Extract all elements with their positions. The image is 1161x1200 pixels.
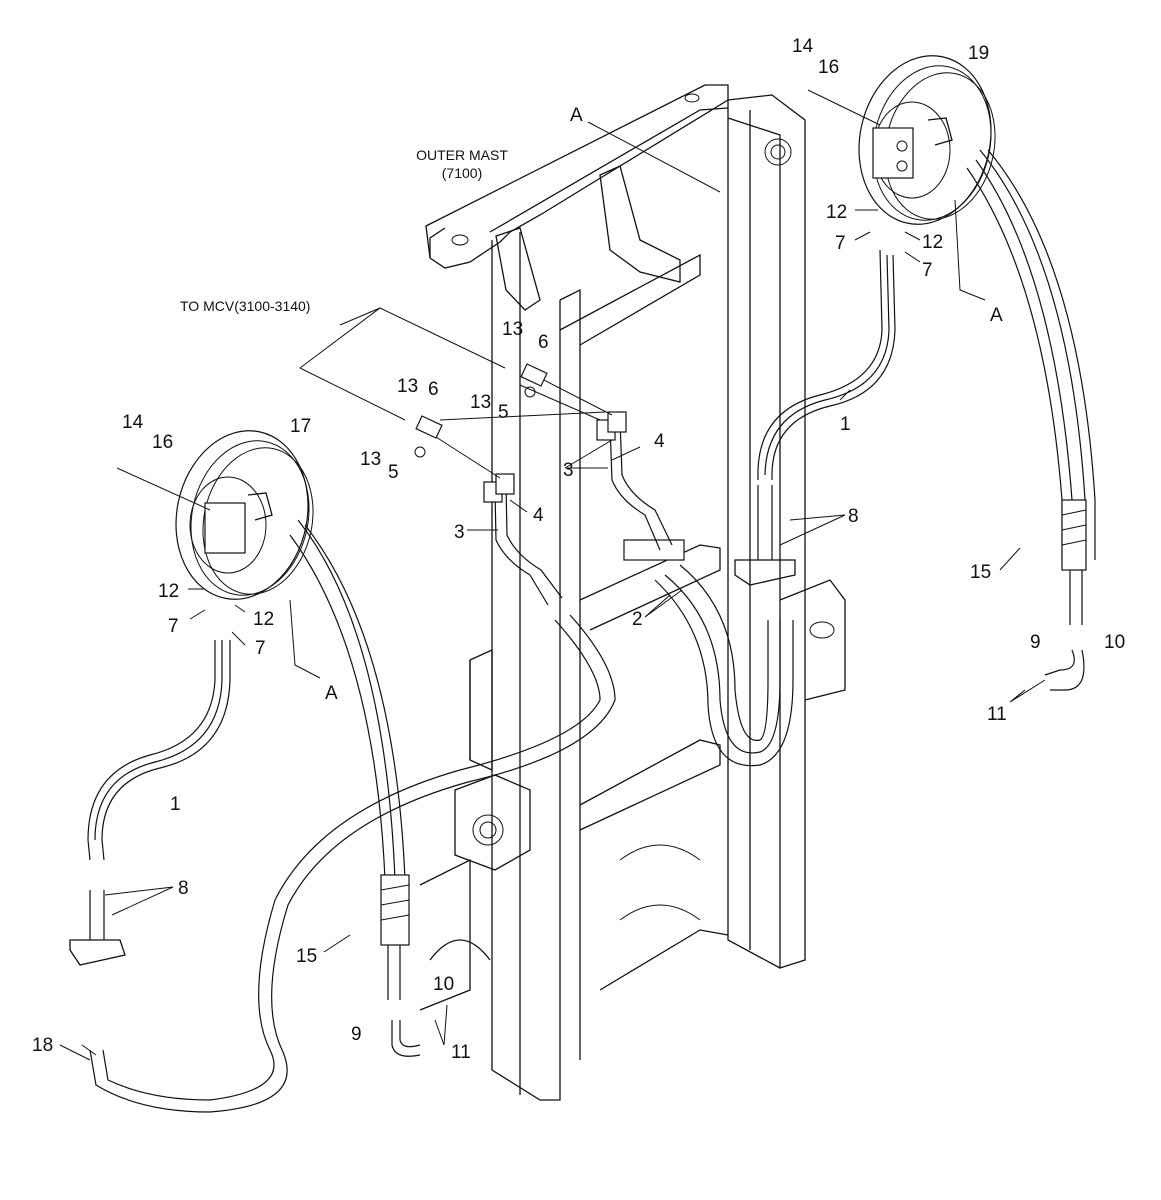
callout-1-right: 1 [840, 414, 851, 435]
callout-2: 2 [632, 609, 643, 630]
callout-12-right-a: 12 [826, 202, 847, 223]
callout-15-right: 15 [970, 562, 991, 583]
callout-7-right-b: 7 [922, 260, 933, 281]
hose-u-center [654, 564, 794, 767]
callout-16-right: 16 [818, 57, 839, 78]
callout-10-left: 10 [433, 974, 454, 995]
callout-10-right: 10 [1104, 632, 1125, 653]
hose-left-long [87, 640, 231, 861]
callout-5-b: 5 [388, 462, 399, 483]
center-bracket [623, 485, 796, 586]
callout-4-b: 4 [533, 505, 544, 526]
callout-16-left: 16 [152, 432, 173, 453]
callout-11-left: 11 [451, 1042, 471, 1063]
callout-12-left-a: 12 [158, 581, 179, 602]
callout-14-right: 14 [792, 36, 814, 57]
callout-8-left: 8 [178, 878, 189, 899]
view-a-label-top: A [570, 105, 583, 126]
callout-11-right: 11 [987, 704, 1007, 725]
callout-labels: A A A 14 16 19 12 12 7 7 1 8 15 9 10 11 … [32, 36, 1125, 1063]
callout-1-left: 1 [170, 794, 181, 815]
callout-7-left-a: 7 [168, 616, 179, 637]
callout-5-a: 5 [498, 402, 509, 423]
callout-7-left-b: 7 [255, 638, 266, 659]
leader-lines [59, 89, 1046, 1061]
callout-9-left: 9 [351, 1024, 362, 1045]
callout-6-a: 6 [538, 332, 549, 353]
mcv-fittings [299, 307, 613, 479]
outer-mast [419, 84, 846, 1101]
callout-17: 17 [290, 416, 311, 437]
callout-7-right-a: 7 [835, 233, 846, 254]
callout-15-left: 15 [296, 946, 317, 967]
tube-pair-center [596, 411, 673, 551]
view-a-label-right: A [990, 305, 1003, 326]
callout-9-right: 9 [1030, 632, 1041, 653]
hose-reel-right [858, 55, 996, 225]
to-mcv-caption: TO MCV(3100-3140) [180, 298, 310, 314]
callout-12-right-b: 12 [922, 232, 943, 253]
callout-13-d: 13 [360, 449, 381, 470]
outer-mast-code-caption: (7100) [442, 165, 482, 181]
callout-19: 19 [968, 43, 989, 64]
callout-18: 18 [32, 1035, 53, 1056]
left-bracket [69, 890, 126, 966]
hose-reel-left [175, 430, 314, 600]
callout-3-b: 3 [454, 522, 465, 543]
callout-14-left: 14 [122, 412, 144, 433]
callout-12-left-b: 12 [253, 609, 274, 630]
hose-reel-right-hoses [966, 149, 1096, 691]
callout-6-b: 6 [428, 379, 439, 400]
callout-3-a: 3 [563, 460, 574, 481]
view-a-label-left: A [325, 683, 338, 704]
callout-8-right: 8 [848, 506, 859, 527]
callout-13-a: 13 [502, 319, 523, 340]
callout-13-b: 13 [470, 392, 491, 413]
callout-4-a: 4 [654, 431, 665, 452]
hose-right-long [757, 249, 896, 480]
tube-pair-left [483, 473, 563, 606]
callout-13-c: 13 [397, 376, 418, 397]
hose-center-long [89, 614, 616, 1113]
hose-reel-left-hoses [289, 519, 421, 1057]
outer-mast-caption: OUTER MAST [416, 147, 508, 163]
